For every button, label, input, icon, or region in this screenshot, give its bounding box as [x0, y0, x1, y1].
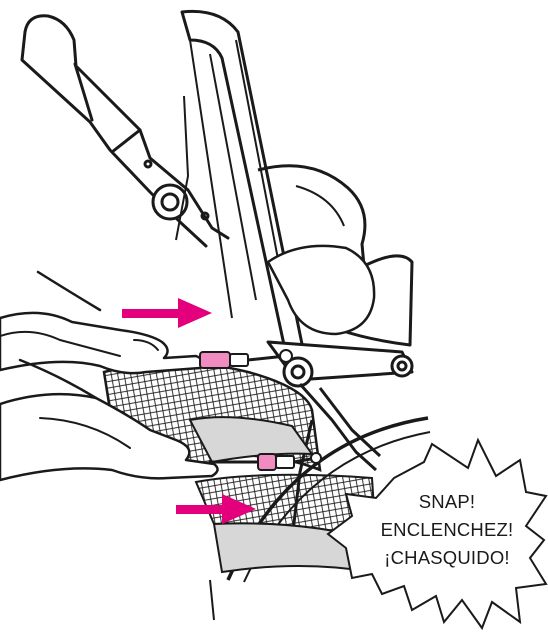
handlebar: [22, 16, 228, 246]
callout-line-english: SNAP!: [352, 488, 542, 516]
arrow-icon-upper: [122, 298, 212, 328]
seat-frame: [176, 11, 412, 354]
snap-callout-text: SNAP! ENCLENCHEZ! ¡CHASQUIDO!: [352, 488, 542, 572]
callout-line-spanish: ¡CHASQUIDO!: [352, 544, 542, 572]
mesh-basket: [104, 363, 376, 620]
callout-line-french: ENCLENCHEZ!: [352, 516, 542, 544]
